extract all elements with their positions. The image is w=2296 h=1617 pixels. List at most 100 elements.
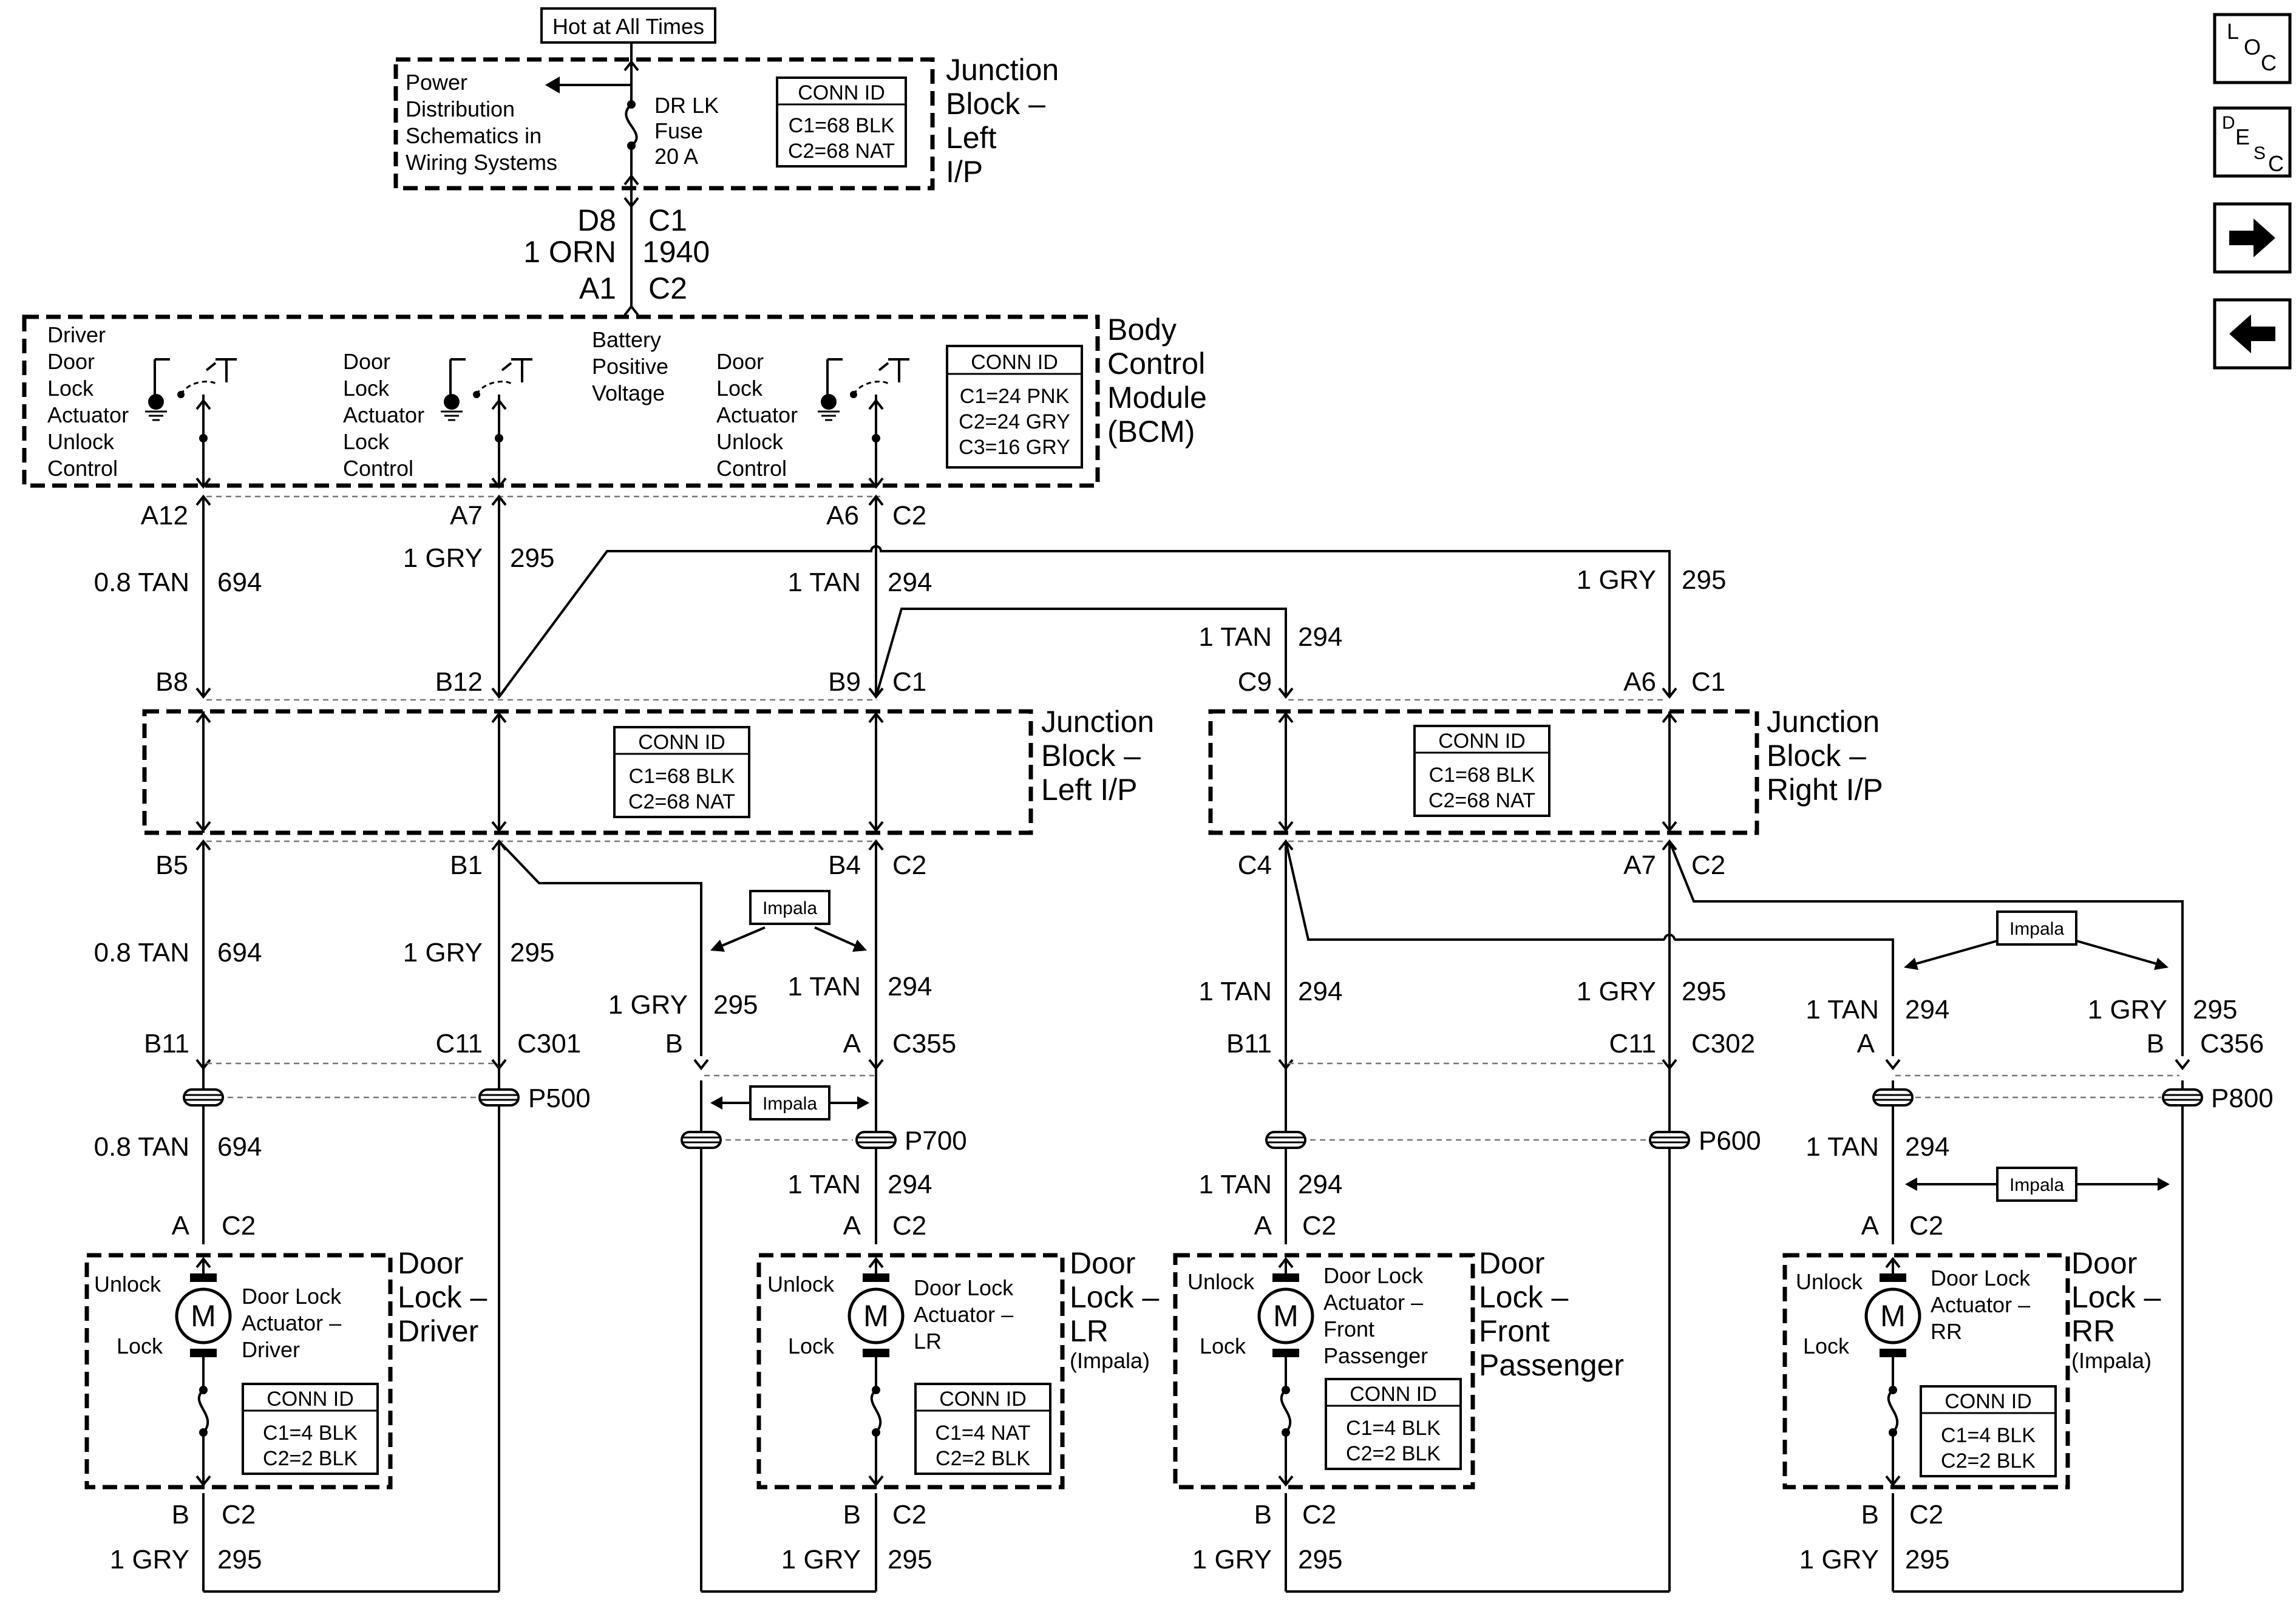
svg-text:O: O (2244, 35, 2261, 59)
svg-text:294: 294 (888, 568, 932, 597)
wire-294-rr: 1 TAN 294 A 1 TAN 294 (1285, 841, 1949, 1244)
svg-text:295: 295 (888, 1545, 932, 1575)
svg-text:Control: Control (47, 456, 118, 481)
bcm-lock-control-label: Door Lock Actuator Lock Control (343, 349, 424, 481)
svg-text:B5: B5 (155, 850, 188, 880)
jb-left-top-pins: B8 B12 B9 C1 (155, 667, 926, 697)
loc-button[interactable]: L O C (2213, 13, 2292, 84)
svg-text:C2=2 BLK: C2=2 BLK (1941, 1449, 2036, 1473)
fuse-symbol: DR LK Fuse 20 A (545, 42, 719, 206)
svg-text:Lock –: Lock – (2071, 1280, 2161, 1314)
jb-left-outline (142, 709, 1033, 835)
svg-text:Lock –: Lock – (1070, 1280, 1160, 1314)
svg-text:B: B (1254, 1500, 1272, 1530)
jb-left-title: Junction Block – Left I/P (1041, 705, 1154, 807)
wire-295-rr: 1 GRY 295 B C356 P800 (1668, 841, 2274, 1593)
svg-text:C4: C4 (1238, 850, 1272, 880)
svg-text:B: B (843, 1500, 861, 1530)
svg-text:295: 295 (713, 990, 758, 1020)
next-arrow-button[interactable] (2213, 202, 2292, 274)
bcm-title: Body Control Module (BCM) (1107, 313, 1207, 449)
svg-text:0.8 TAN: 0.8 TAN (94, 1132, 189, 1162)
svg-text:C9: C9 (1238, 667, 1272, 697)
svg-text:Door: Door (343, 349, 390, 374)
svg-text:Impala: Impala (2009, 1175, 2064, 1195)
power-distribution-reference: Power Distribution Schematics in Wiring … (406, 70, 557, 175)
svg-text:Actuator –: Actuator – (242, 1310, 341, 1335)
svg-text:Lock: Lock (716, 376, 763, 401)
svg-text:Lock: Lock (788, 1334, 835, 1358)
svg-text:C2: C2 (222, 1500, 256, 1530)
svg-text:1 GRY: 1 GRY (781, 1545, 861, 1575)
bcm-pin-labels: A12 A7 A6 C2 (141, 501, 927, 531)
svg-text:20 A: 20 A (654, 144, 698, 169)
svg-text:Actuator –: Actuator – (1323, 1290, 1423, 1315)
svg-text:294: 294 (888, 1170, 932, 1199)
svg-text:C2=2 BLK: C2=2 BLK (936, 1447, 1030, 1470)
svg-text:M: M (1273, 1299, 1299, 1333)
svg-text:M: M (863, 1299, 889, 1333)
svg-text:Fuse: Fuse (654, 118, 703, 143)
svg-text:B1: B1 (450, 850, 483, 880)
jb-right-title: Junction Block – Right I/P (1767, 705, 1883, 807)
svg-text:Passenger: Passenger (1479, 1348, 1624, 1382)
svg-text:D: D (2222, 113, 2235, 133)
svg-text:C2: C2 (892, 1211, 926, 1241)
svg-text:Positive: Positive (592, 354, 668, 379)
svg-text:294: 294 (1905, 1132, 1949, 1162)
svg-text:Junction: Junction (1041, 705, 1154, 739)
impala-note-rr-lower: Impala (1905, 1167, 2170, 1202)
svg-text:Control: Control (343, 456, 413, 481)
svg-text:Module: Module (1107, 381, 1207, 415)
svg-text:M: M (1880, 1299, 1906, 1333)
svg-text:C2: C2 (1302, 1500, 1336, 1530)
svg-text:1 GRY: 1 GRY (608, 990, 688, 1020)
bcm-outline (22, 314, 1100, 488)
arrow-left-icon (2229, 314, 2275, 353)
svg-text:C2=68 NAT: C2=68 NAT (1428, 789, 1535, 812)
svg-text:C: C (2261, 50, 2277, 75)
svg-text:Front: Front (1323, 1317, 1374, 1341)
svg-text:A: A (843, 1029, 861, 1059)
svg-text:Impala: Impala (763, 898, 817, 918)
svg-text:B11: B11 (144, 1029, 189, 1059)
svg-text:B: B (1861, 1500, 1879, 1530)
jb-right-top-pins: C9 A6 C1 (1238, 667, 1726, 697)
svg-text:Control: Control (1107, 347, 1205, 381)
svg-text:B12: B12 (435, 667, 483, 697)
svg-text:C355: C355 (892, 1029, 956, 1059)
svg-text:A1: A1 (579, 271, 616, 305)
svg-text:DR LK: DR LK (654, 93, 719, 118)
svg-text:295: 295 (1682, 565, 1726, 595)
svg-text:Left: Left (946, 121, 997, 155)
svg-text:295: 295 (1905, 1545, 1949, 1575)
svg-text:295: 295 (1682, 977, 1726, 1006)
desc-button[interactable]: D E S C (2213, 106, 2292, 178)
bcm-conn-id: CONN ID C1=24 PNK C2=24 GRY C3=16 GRY (946, 345, 1083, 469)
wire-1940: D8 C1 1 ORN 1940 A1 C2 (523, 197, 710, 316)
svg-text:294: 294 (888, 972, 932, 1002)
svg-text:C2: C2 (222, 1211, 256, 1241)
svg-text:C2: C2 (892, 501, 926, 531)
wire-295-lr: 1 GRY 295 B (498, 840, 876, 1593)
svg-text:C2: C2 (892, 1500, 926, 1530)
svg-text:1 TAN: 1 TAN (1198, 977, 1272, 1006)
svg-text:A6: A6 (826, 501, 859, 531)
svg-text:Block –: Block – (1767, 739, 1866, 773)
jb-left-conn-id: CONN ID C1=68 BLK C2=68 NAT (613, 726, 750, 818)
impala-note-lr-lower: Impala (710, 1085, 869, 1120)
svg-text:Lock: Lock (1200, 1334, 1246, 1358)
svg-text:C302: C302 (1691, 1029, 1755, 1059)
svg-text:(Impala): (Impala) (1070, 1348, 1150, 1373)
svg-text:C2=2 BLK: C2=2 BLK (1346, 1442, 1441, 1465)
arrow-right-icon (2229, 219, 2275, 257)
svg-text:Unlock: Unlock (716, 429, 784, 454)
svg-text:S: S (2254, 143, 2266, 163)
svg-text:C2: C2 (1909, 1211, 1943, 1241)
svg-text:C1=68 BLK: C1=68 BLK (789, 114, 895, 137)
svg-text:C1=4 BLK: C1=4 BLK (1346, 1417, 1441, 1440)
svg-text:Unlock: Unlock (47, 429, 115, 454)
back-arrow-button[interactable] (2213, 298, 2292, 370)
svg-text:694: 694 (217, 938, 262, 968)
